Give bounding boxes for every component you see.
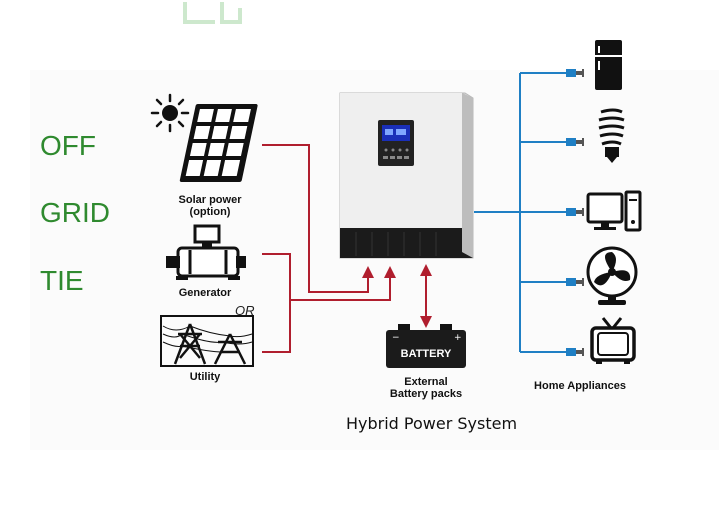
solar-wire [262, 144, 369, 293]
bulb-icon [598, 108, 625, 163]
solar-caption: Solar power (option) [160, 194, 260, 218]
utility-pylons-icon [160, 315, 254, 367]
plug-icon [566, 208, 584, 216]
tie-label: TIE [40, 265, 84, 296]
generator-arrow [384, 266, 396, 278]
computer-icon [586, 190, 642, 232]
plug-icon [566, 348, 584, 356]
fridge-icon [595, 40, 622, 90]
utility-label: Utility [189, 371, 221, 383]
battery-icon: BATTERY − + [386, 324, 466, 368]
grid-label: GRID [40, 197, 110, 228]
tv-icon [590, 317, 636, 364]
battery-arrow-down [420, 316, 432, 328]
battery-caption-line1: External [404, 376, 448, 388]
battery-label: BATTERY [401, 348, 452, 360]
solar-arrow [362, 266, 374, 278]
or-label: OR [235, 303, 255, 318]
plug-icon [566, 69, 584, 77]
appliances-caption: Home Appliances [534, 380, 626, 392]
appliance-wires [474, 72, 568, 353]
generator-label: Generator [178, 287, 232, 299]
source-wires [262, 144, 427, 353]
off-label: OFF [40, 130, 96, 161]
logo-fragment [183, 2, 242, 24]
solar-panel-icon [179, 104, 258, 182]
battery-caption: External Battery packs [376, 376, 476, 400]
diagram-title: Hybrid Power System [346, 414, 518, 433]
plug-icon [566, 138, 584, 146]
plugs [566, 69, 584, 356]
plug-icon [566, 278, 584, 286]
hybrid-inverter-icon [339, 92, 474, 259]
battery-arrow-up [420, 264, 432, 276]
utility-wire [262, 300, 291, 353]
sun-icon [150, 93, 190, 133]
solar-note: (option) [189, 206, 231, 218]
fan-icon [586, 246, 638, 305]
solar-label: Solar power [178, 194, 242, 206]
svg-text:−: − [392, 333, 400, 343]
battery-caption-line2: Battery packs [389, 388, 463, 400]
wire-arrows [362, 264, 432, 328]
generator-icon [166, 224, 246, 280]
svg-text:+: + [454, 333, 462, 343]
